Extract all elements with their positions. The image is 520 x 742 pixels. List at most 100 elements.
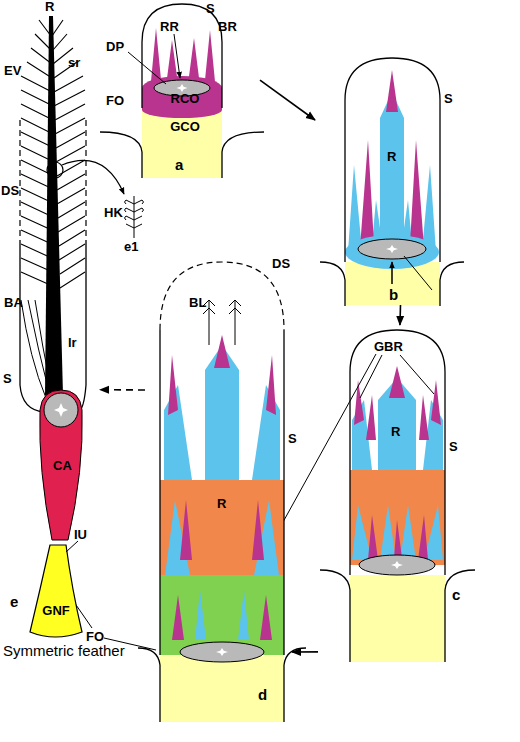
tissue-region: RCO <box>145 86 225 110</box>
follicle <box>138 648 306 722</box>
part-label: R <box>387 150 396 163</box>
part-label: DS <box>1 184 19 197</box>
stage-arrow <box>399 305 401 325</box>
papilla-star <box>54 403 68 417</box>
leader-line <box>66 541 78 552</box>
figure-caption: Symmetric feather <box>3 643 125 658</box>
panel-e-drawing <box>20 16 144 637</box>
rachis-tip <box>389 366 405 398</box>
part-label: R <box>391 425 400 438</box>
region-label: RCO <box>171 92 200 105</box>
tissue-region: GCO <box>145 112 225 140</box>
part-label: lr <box>68 336 77 349</box>
part-label: S <box>206 2 215 15</box>
collar-yellow <box>142 108 222 178</box>
sheath <box>350 330 445 575</box>
papilla-star <box>386 245 398 253</box>
ramogenic-collar <box>142 76 222 118</box>
region-label: GCO <box>170 120 200 133</box>
follicle <box>100 132 264 178</box>
part-label: BR <box>218 20 237 33</box>
leader-line <box>404 256 432 290</box>
stage-arrow <box>260 80 315 120</box>
tissue-region: GNF <box>30 598 82 622</box>
papilla-star <box>391 561 403 569</box>
sheath <box>345 58 440 262</box>
dissolved-sheath <box>160 262 284 330</box>
collar-yellow <box>350 575 445 662</box>
hooklet-detail <box>125 196 144 238</box>
panel: c <box>318 325 475 662</box>
leader-arrow <box>391 262 393 284</box>
panel-letter: e <box>10 594 18 609</box>
zoom-arrow <box>62 160 124 194</box>
part-label: DP <box>106 40 124 53</box>
part-label: DS <box>272 257 290 270</box>
stage-arrow <box>292 651 318 653</box>
panel-letter: d <box>258 687 267 702</box>
part-label: S <box>288 432 297 445</box>
dermal-papilla <box>44 393 78 427</box>
tissue-region: CA <box>40 450 85 480</box>
barb-ridge-fan <box>368 515 428 560</box>
rachis-tip <box>386 70 398 112</box>
panel-a-drawing <box>100 4 264 178</box>
calamus <box>40 390 82 540</box>
collar-yellow <box>345 262 440 305</box>
part-label: S <box>444 92 453 105</box>
dermal-papilla <box>180 642 264 662</box>
part-label: RR <box>160 20 179 33</box>
barb-bases <box>21 300 52 398</box>
part-label: BL <box>189 296 206 309</box>
part-label: FO <box>106 94 124 107</box>
sheath <box>20 240 86 412</box>
panel-letter: a <box>175 157 183 172</box>
part-label: BA <box>4 296 23 309</box>
leader-line <box>262 354 434 560</box>
orange-band <box>350 470 445 565</box>
rachis-ridge <box>380 92 404 240</box>
part-label: R <box>45 0 54 13</box>
germinal-collar <box>30 545 82 637</box>
barb-ridge-fan <box>352 505 443 560</box>
dissolved-sheath <box>20 120 86 240</box>
part-label: EV <box>4 64 21 77</box>
leader-line <box>128 52 166 84</box>
part-label: S <box>449 440 458 453</box>
panel-c-drawing <box>262 330 475 662</box>
part-label: sr <box>68 56 80 69</box>
rachis-orange <box>205 480 239 575</box>
part-label: FO <box>86 630 104 643</box>
part-label: GBR <box>374 340 403 353</box>
sheath <box>142 4 222 108</box>
part-label: HK <box>104 206 123 219</box>
region-label: CA <box>53 459 72 472</box>
part-label: IU <box>74 528 87 541</box>
part-label: R <box>217 497 226 510</box>
leader-arrow <box>174 34 180 78</box>
sheath <box>160 330 284 655</box>
barbules <box>203 300 241 345</box>
rachis-tip <box>214 335 230 368</box>
panel-b-drawing <box>320 58 464 306</box>
panel: b <box>315 55 465 305</box>
part-label: e1 <box>124 240 138 253</box>
zoom-circle <box>47 162 63 178</box>
collar-yellow <box>160 655 284 722</box>
panel: e CA GNF <box>0 0 100 640</box>
follicle <box>320 262 464 306</box>
panel-letter: b <box>389 287 398 302</box>
dermal-papilla <box>359 555 435 575</box>
stage-arrow <box>100 389 145 391</box>
rachis-orange <box>378 470 416 490</box>
rachis <box>45 16 63 395</box>
panel-letter: c <box>452 587 460 602</box>
follicle <box>320 570 475 662</box>
part-label: S <box>3 372 12 385</box>
region-label: GNF <box>42 604 69 617</box>
